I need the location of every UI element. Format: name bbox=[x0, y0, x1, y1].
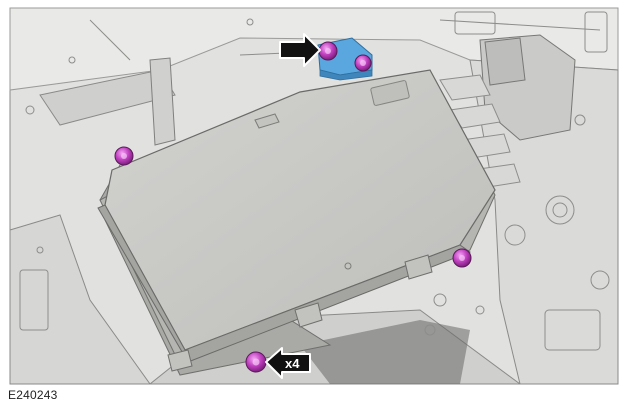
control-module bbox=[97, 69, 496, 376]
retaining-bolt bbox=[452, 248, 472, 268]
pointer-arrow-icon bbox=[279, 33, 321, 67]
retaining-bolt bbox=[114, 146, 134, 166]
quantity-arrow-icon bbox=[265, 347, 311, 379]
quantity-callout: x4 bbox=[285, 356, 300, 371]
retaining-bolt bbox=[245, 351, 267, 373]
background-frame bbox=[9, 7, 619, 385]
figure-reference-id: E240243 bbox=[8, 388, 58, 402]
retaining-bolt bbox=[354, 54, 372, 72]
retaining-bolt bbox=[318, 41, 338, 61]
